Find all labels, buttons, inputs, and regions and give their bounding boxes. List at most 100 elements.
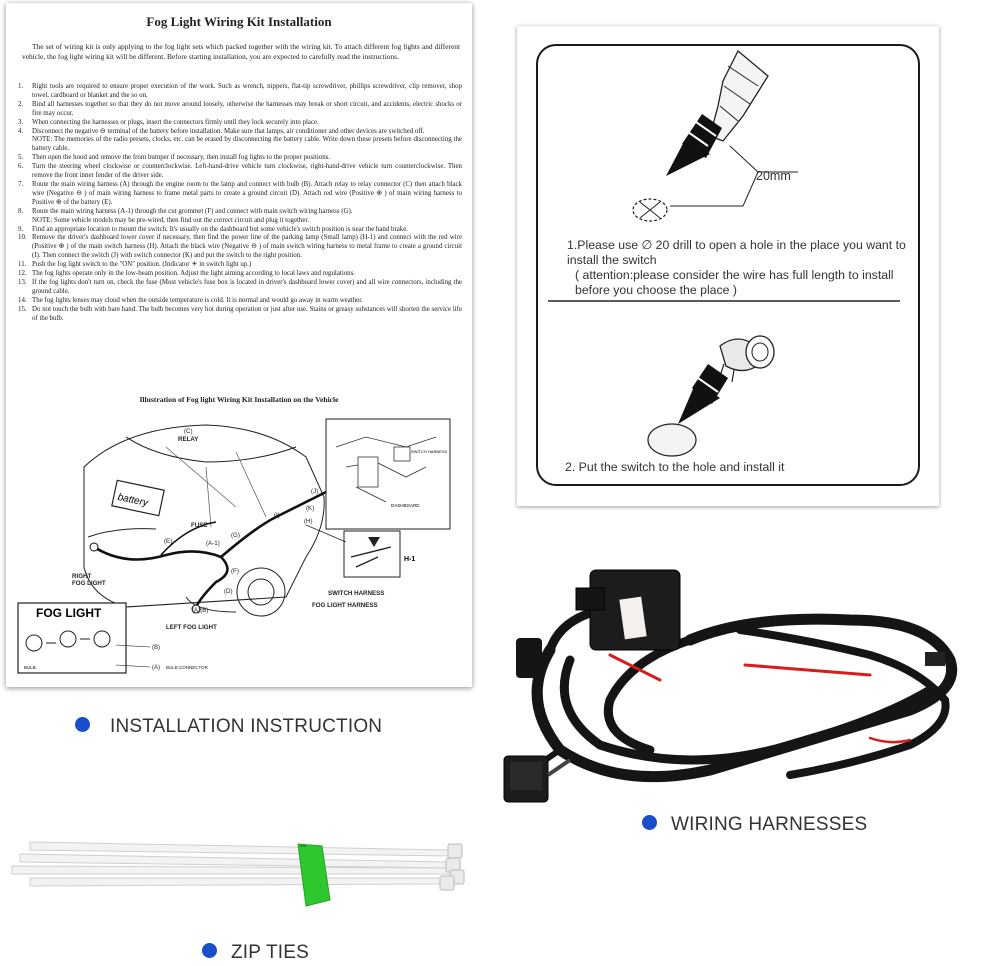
inset-switch-harness-label: SWITCH HARNESS (411, 449, 448, 454)
label-h1: H-1 (404, 556, 415, 563)
label-right-fog-1: RIGHT (72, 573, 91, 580)
label-bulb: BULB (24, 665, 36, 670)
label-j: (J) (311, 488, 318, 495)
caption-zip-text: ZIP TIES (231, 942, 309, 963)
red-wire-1 (743, 663, 872, 677)
label-k: (K) (306, 505, 314, 512)
step-number: 5. (18, 154, 24, 162)
instruction-step: 12.The fog lights operate only in the lo… (18, 270, 462, 279)
instruction-step: 5.Then open the hood and remove the fron… (18, 154, 462, 163)
instruction-sheet: Fog Light Wiring Kit Installation The se… (6, 3, 472, 687)
step-text: Turn the steering wheel clockwise or cou… (32, 163, 462, 180)
instruction-step: 13. If the fog lights don't turn on, chec… (18, 279, 462, 297)
bullet-dot-icon (202, 943, 217, 959)
switch-hole (647, 423, 697, 457)
label-relay: RELAY (178, 436, 199, 443)
red-wire-2 (608, 653, 662, 682)
step-number: 3. (18, 118, 24, 126)
step-number: 12. (18, 270, 27, 278)
step-number: 1. (18, 83, 24, 90)
step-note: NOTE: The memories of the radio presets,… (32, 136, 462, 153)
step-text: If the fog lights don't turn on, check t… (32, 278, 462, 295)
dashboard-inset: DASHBOARD SWITCH HARNESS (325, 418, 451, 530)
arrow-down-icon-1 (666, 114, 722, 176)
fog-light-box-title: FOG LIGHT (36, 606, 102, 620)
instruction-step: 3. When connecting the harnesses or plugs… (18, 119, 462, 128)
label-b: (B) (152, 645, 160, 651)
instruction-step: 2.Bind all harnesses together so that th… (18, 101, 462, 119)
bullet-dot-icon (75, 717, 90, 733)
relay-icon (575, 569, 681, 651)
dimension-label: 20mm (756, 169, 791, 183)
step-number: 9. (18, 225, 24, 233)
step-number: 13. (18, 278, 27, 286)
car-wiring-diagram: battery (C) RELAY FUSE (E) (A-1) (G) (F)… (17, 418, 451, 674)
harness-loop-2 (559, 655, 935, 765)
label-left-fog: LEFT FOG LIGHT (166, 624, 217, 631)
label-ab: (A)(B) (192, 607, 209, 614)
instruction-step: 1. Right tools are required to ensure pro… (18, 83, 462, 101)
step-number: 11. (18, 261, 27, 269)
label-d: (D) (224, 588, 233, 595)
fuse-holder (516, 638, 542, 678)
instruction-step: 8.Route the main wiring harness (A-1) th… (18, 208, 462, 226)
zip-tie-1 (29, 841, 453, 857)
step-number: 4. (18, 127, 24, 135)
step-text: Find an appropriate location to mount th… (32, 225, 409, 233)
step1-text: 1.Please use ∅ 20 drill to open a hole i… (567, 238, 906, 267)
label-switch-harness: SWITCH HARNESS (328, 590, 384, 597)
label-a1: (A-1) (206, 540, 220, 547)
label-c: (C) (184, 428, 193, 435)
h1-inset: H-1 (343, 530, 415, 578)
hole-mark (632, 198, 668, 222)
step-text: When connecting the harnesses or plugs, … (32, 118, 319, 126)
label-a-bulb: (A) (152, 665, 160, 671)
car-hood-line (125, 436, 297, 463)
step-number: 7. (18, 180, 24, 188)
step2-text: 2. Put the switch to the hole and instal… (565, 460, 785, 474)
right-fog-light-mark (89, 542, 99, 552)
label-i: (I) (274, 512, 280, 519)
step1-note: ( attention:please consider the wire has… (575, 268, 894, 297)
instruction-step: 15.Do not touch the bulb with bare hand.… (18, 306, 462, 324)
zip-tie-4 (29, 877, 443, 887)
arrow-down-icon-2 (678, 364, 728, 424)
inset-dashboard-label: DASHBOARD (391, 503, 420, 508)
left-fog-light-mark (191, 604, 201, 614)
instruction-steps: 1. Right tools are required to ensure pro… (18, 83, 462, 323)
step-text: Bind all harnesses together so that they… (32, 100, 462, 117)
switch-connector-icon (503, 755, 572, 803)
step-text: The fog lights lenses may cloud when the… (32, 296, 363, 304)
caption-installation-text: INSTALLATION INSTRUCTION (110, 716, 383, 737)
step-text: Route the main wiring harness (A) throug… (32, 180, 462, 206)
label-e: (E) (164, 538, 172, 545)
switch-install-frame: 20mm 1.Please use ∅ 20 drill to open a h… (536, 44, 920, 486)
sheet-intro: The set of wiring kit is only applying t… (22, 42, 460, 61)
drill-bit-icon (709, 49, 769, 142)
switch-install-illustration: 20mm (548, 49, 900, 457)
step-text: Route the main wiring harness (A-1) thro… (32, 207, 353, 215)
step-text: Do not touch the bulb with bare hand. Th… (32, 305, 462, 322)
car-wheel (236, 567, 286, 617)
car-wheel-hub (247, 578, 275, 606)
step-number: 14. (18, 296, 27, 304)
car-body-outline (83, 424, 325, 608)
caption-installation: INSTALLATION INSTRUCTION (75, 716, 382, 738)
switch-install-card: 20mm 1.Please use ∅ 20 drill to open a h… (517, 26, 939, 506)
step-text: Right tools are required to ensure prope… (32, 83, 462, 99)
caption-wiring-text: WIRING HARNESSES (671, 814, 868, 835)
label-g: (G) (231, 532, 240, 539)
zip-ties-photo (11, 841, 465, 907)
label-bulb-connector: BULB CONNECTOR (166, 665, 209, 670)
green-tape (297, 843, 331, 907)
step-number: 6. (18, 163, 24, 171)
label-h: (H) (304, 518, 313, 525)
instruction-step: 4.Disconnect the negative ⊖ terminal of … (18, 128, 462, 155)
label-f: (F) (231, 568, 239, 575)
fog-light-connector (925, 652, 945, 666)
step-text: Remove the driver's dashboard lower cove… (32, 234, 462, 260)
battery-icon: battery (111, 479, 165, 517)
label-right-fog-2: FOG LIGHT (72, 580, 106, 587)
instruction-step: 6. Turn the steering wheel clockwise or c… (18, 163, 462, 181)
caption-wiring: WIRING HARNESSES (642, 814, 867, 836)
